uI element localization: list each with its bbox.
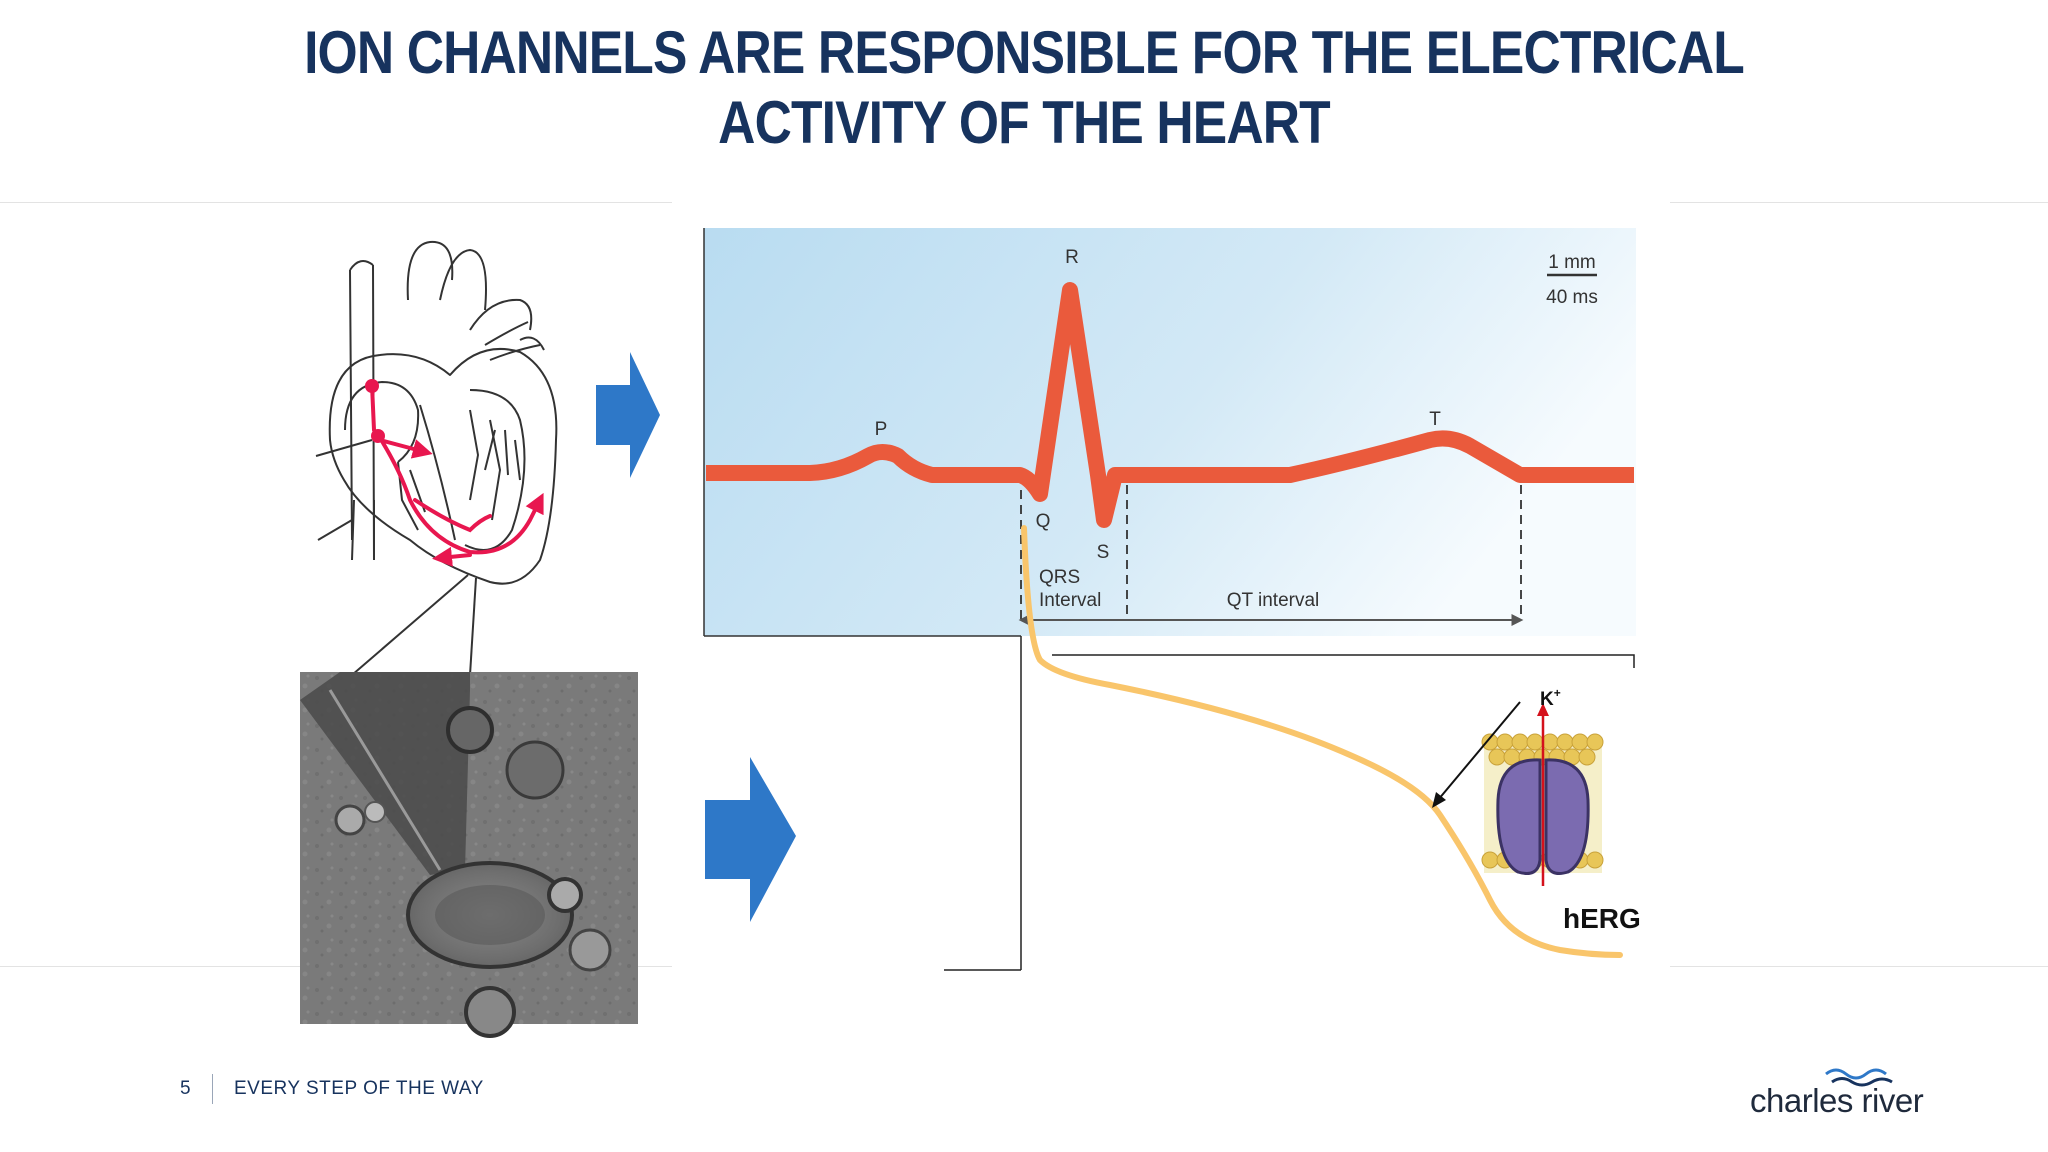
charles-river-logo: charles river [1750, 1066, 1934, 1126]
heart-drawing [315, 240, 558, 585]
qrs-label-1: QRS [1039, 567, 1080, 588]
sa-node [365, 379, 379, 393]
title-line-1: ION CHANNELS ARE RESPONSIBLE FOR THE ELE… [304, 19, 1745, 86]
qrs-label-2: Interval [1039, 590, 1101, 611]
wave-icon [1825, 1068, 1893, 1087]
page-number: 5 [180, 1078, 191, 1099]
herg-label: hERG [1563, 903, 1641, 934]
herg-channel-icon [1481, 703, 1604, 886]
ecg-panel: P R Q S T 1 mm 40 ms QRS Interval QT int… [703, 228, 1636, 637]
ion-label: K+ [1540, 686, 1561, 710]
divider-right-top [1670, 202, 2048, 203]
divider-left-top [0, 202, 672, 203]
patch-clamp-micrograph [300, 672, 638, 1038]
footer-divider [212, 1074, 213, 1104]
arrow-right-icon [705, 757, 796, 922]
arrow-right-icon [596, 352, 660, 478]
scale-bottom: 40 ms [1546, 287, 1598, 308]
brand-name: charles river [1750, 1082, 1924, 1119]
footer-tagline: EVERY STEP OF THE WAY [234, 1078, 484, 1099]
label-r: R [1065, 247, 1079, 268]
label-s: S [1097, 542, 1110, 563]
av-node [371, 429, 385, 443]
ecg-trace [706, 282, 1634, 528]
slide-title: ION CHANNELS ARE RESPONSIBLE FOR THE ELE… [0, 18, 2048, 158]
label-q: Q [1036, 511, 1051, 532]
label-p: P [875, 419, 888, 440]
label-t: T [1429, 409, 1441, 430]
conduction-path [370, 383, 544, 567]
qt-interval-label: QT interval [1227, 590, 1320, 611]
divider-right-bottom [1670, 966, 2048, 967]
action-potential [944, 525, 1635, 971]
title-line-2: ACTIVITY OF THE HEART [718, 89, 1331, 156]
action-potential-trace [1021, 525, 1623, 958]
scale-top: 1 mm [1548, 252, 1596, 273]
